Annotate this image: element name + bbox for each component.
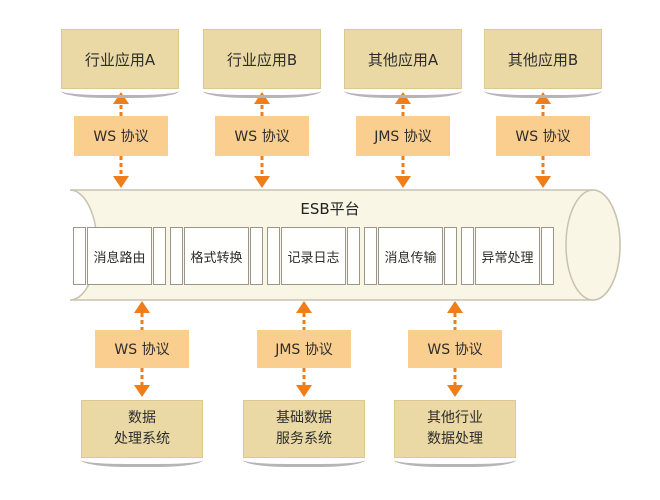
service-spacer-cell [444, 227, 457, 285]
service-box-logging: 记录日志 [281, 227, 346, 285]
protocol-label-jms: JMS 协议 [356, 116, 450, 156]
bottom-bidirectional-arrow-icon [134, 301, 150, 397]
protocol-label-ws: WS 协议 [74, 116, 168, 156]
esb-service-group: 异常处理 [461, 227, 554, 285]
protocol-text: WS 协议 [515, 129, 571, 145]
bottom-bidirectional-arrow-icon [296, 301, 312, 397]
service-spacer-cell [73, 227, 86, 285]
node-data-processing-system: 数据 处理系统 [81, 400, 203, 458]
top-bidirectional-arrow-icon [535, 92, 551, 188]
node-label-line1: 基础数据 [276, 410, 332, 426]
protocol-text: JMS 协议 [275, 342, 333, 358]
bottom-bidirectional-arrow-icon [447, 301, 463, 397]
esb-platform-title: ESB平台 [300, 200, 360, 218]
protocol-label-ws: WS 协议 [408, 330, 502, 368]
service-spacer-cell [347, 227, 360, 285]
node-other-industry-data-processing: 其他行业 数据处理 [394, 400, 516, 458]
protocol-label-jms: JMS 协议 [257, 330, 351, 368]
box-shadow [243, 460, 365, 467]
cylinder-end-cap [565, 189, 621, 301]
box-shadow [484, 91, 602, 98]
service-box-exception-handling: 异常处理 [475, 227, 540, 285]
top-bidirectional-arrow-icon [395, 92, 411, 188]
service-box-message-transport: 消息传输 [378, 227, 443, 285]
node-label-line2: 服务系统 [276, 431, 332, 447]
node-other-app-a: 其他应用A [344, 29, 462, 89]
service-spacer-cell [461, 227, 474, 285]
protocol-label-ws: WS 协议 [496, 116, 590, 156]
protocol-text: WS 协议 [234, 129, 290, 145]
node-other-app-b: 其他应用B [484, 29, 602, 89]
service-label: 消息路由 [93, 250, 146, 266]
node-label: 其他应用A [367, 50, 439, 69]
node-label: 行业应用B [226, 50, 298, 69]
service-spacer-cell [541, 227, 554, 285]
protocol-text: JMS 协议 [374, 129, 432, 145]
protocol-text: WS 协议 [427, 342, 483, 358]
node-basic-data-service-system: 基础数据 服务系统 [243, 400, 365, 458]
node-industry-app-a: 行业应用A [61, 29, 179, 89]
top-bidirectional-arrow-icon [254, 92, 270, 188]
box-shadow [344, 91, 462, 98]
service-spacer-cell [250, 227, 263, 285]
top-bidirectional-arrow-icon [113, 92, 129, 188]
esb-service-group: 记录日志 [267, 227, 360, 285]
esb-service-group: 消息传输 [364, 227, 457, 285]
protocol-text: WS 协议 [114, 342, 170, 358]
node-label-line2: 数据处理 [427, 431, 483, 447]
node-label-line1: 数据 [128, 410, 156, 426]
service-label: 格式转换 [190, 250, 243, 266]
esb-service-group: 消息路由 [73, 227, 166, 285]
service-label: 消息传输 [384, 250, 437, 266]
service-spacer-cell [170, 227, 183, 285]
service-label: 记录日志 [287, 250, 340, 266]
node-label: 其他应用B [507, 50, 579, 69]
node-label-line1: 其他行业 [427, 410, 483, 426]
service-spacer-cell [364, 227, 377, 285]
box-shadow [203, 91, 321, 98]
box-shadow [61, 91, 179, 98]
box-shadow [81, 460, 203, 467]
service-box-message-routing: 消息路由 [87, 227, 152, 285]
esb-service-group: 格式转换 [170, 227, 263, 285]
protocol-label-ws: WS 协议 [215, 116, 309, 156]
service-spacer-cell [153, 227, 166, 285]
protocol-label-ws: WS 协议 [95, 330, 189, 368]
node-label-line2: 处理系统 [114, 431, 170, 447]
service-box-format-conversion: 格式转换 [184, 227, 249, 285]
node-label: 行业应用A [84, 50, 156, 69]
service-spacer-cell [267, 227, 280, 285]
node-industry-app-b: 行业应用B [203, 29, 321, 89]
box-shadow [394, 460, 516, 467]
protocol-text: WS 协议 [93, 129, 149, 145]
service-label: 异常处理 [481, 250, 534, 266]
